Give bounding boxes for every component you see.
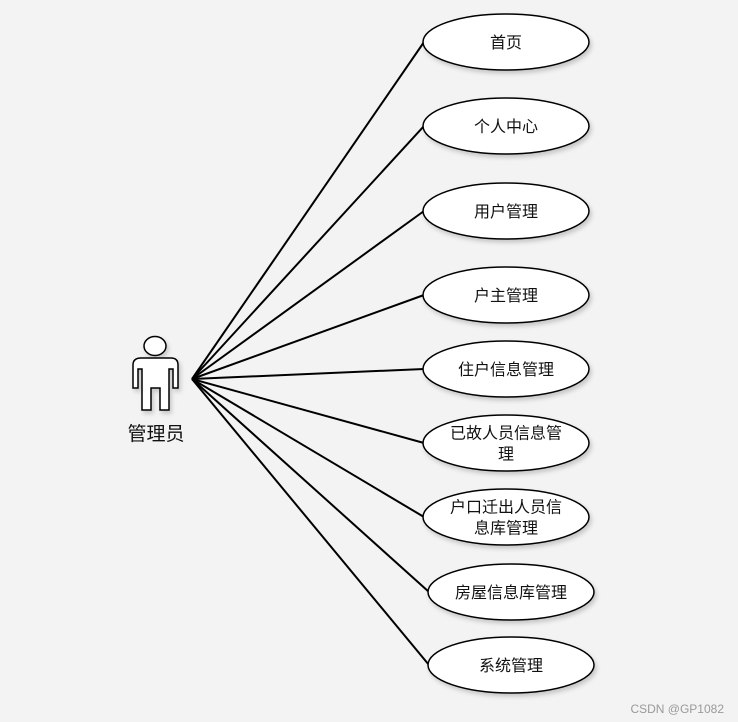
use-case-ellipse [427, 636, 595, 694]
association-line [191, 378, 430, 666]
use-case-label: 系统管理 [479, 656, 543, 675]
person-icon [132, 335, 179, 411]
use-case-ellipse [422, 182, 590, 240]
use-case-ellipse [422, 414, 590, 472]
use-case-label: 住户信息管理 [458, 360, 554, 379]
use-case-label: 已故人员信息管 [450, 424, 562, 443]
use-case: 用户管理 [422, 182, 590, 240]
association-lines [191, 41, 430, 666]
use-case-label: 用户管理 [474, 202, 538, 221]
use-case-ellipse [422, 266, 590, 324]
watermark: CSDN @GP1082 [630, 702, 724, 716]
association-line [191, 294, 425, 380]
actor: 管理员 [127, 335, 185, 445]
use-case: 个人中心 [422, 97, 590, 155]
use-case-ellipse [422, 97, 590, 155]
use-case-label: 户口迁出人员信 [450, 498, 562, 517]
use-case-list: 首页个人中心用户管理户主管理住户信息管理已故人员信息管理户口迁出人员信息库管理房… [422, 13, 595, 694]
use-case-label: 理 [498, 445, 514, 464]
association-line [191, 378, 425, 518]
use-case-ellipse [422, 340, 590, 398]
use-case-label: 户主管理 [474, 286, 538, 305]
association-line [191, 378, 425, 444]
use-case-ellipse [427, 563, 595, 621]
use-case: 房屋信息库管理 [427, 563, 595, 621]
use-case-label: 房屋信息库管理 [455, 583, 567, 602]
association-line [191, 125, 425, 380]
use-case-label: 首页 [490, 33, 522, 52]
association-line [191, 368, 425, 380]
use-case-ellipse [422, 13, 590, 71]
use-case: 首页 [422, 13, 590, 71]
association-line [191, 41, 425, 380]
actor-label: 管理员 [127, 423, 184, 445]
association-line [191, 378, 430, 593]
use-case-label: 个人中心 [474, 117, 538, 136]
use-case-ellipse [422, 488, 590, 546]
use-case: 住户信息管理 [422, 340, 590, 398]
use-case: 系统管理 [427, 636, 595, 694]
use-case: 户主管理 [422, 266, 590, 324]
association-line [191, 210, 425, 380]
use-case-label: 息库管理 [474, 519, 538, 538]
